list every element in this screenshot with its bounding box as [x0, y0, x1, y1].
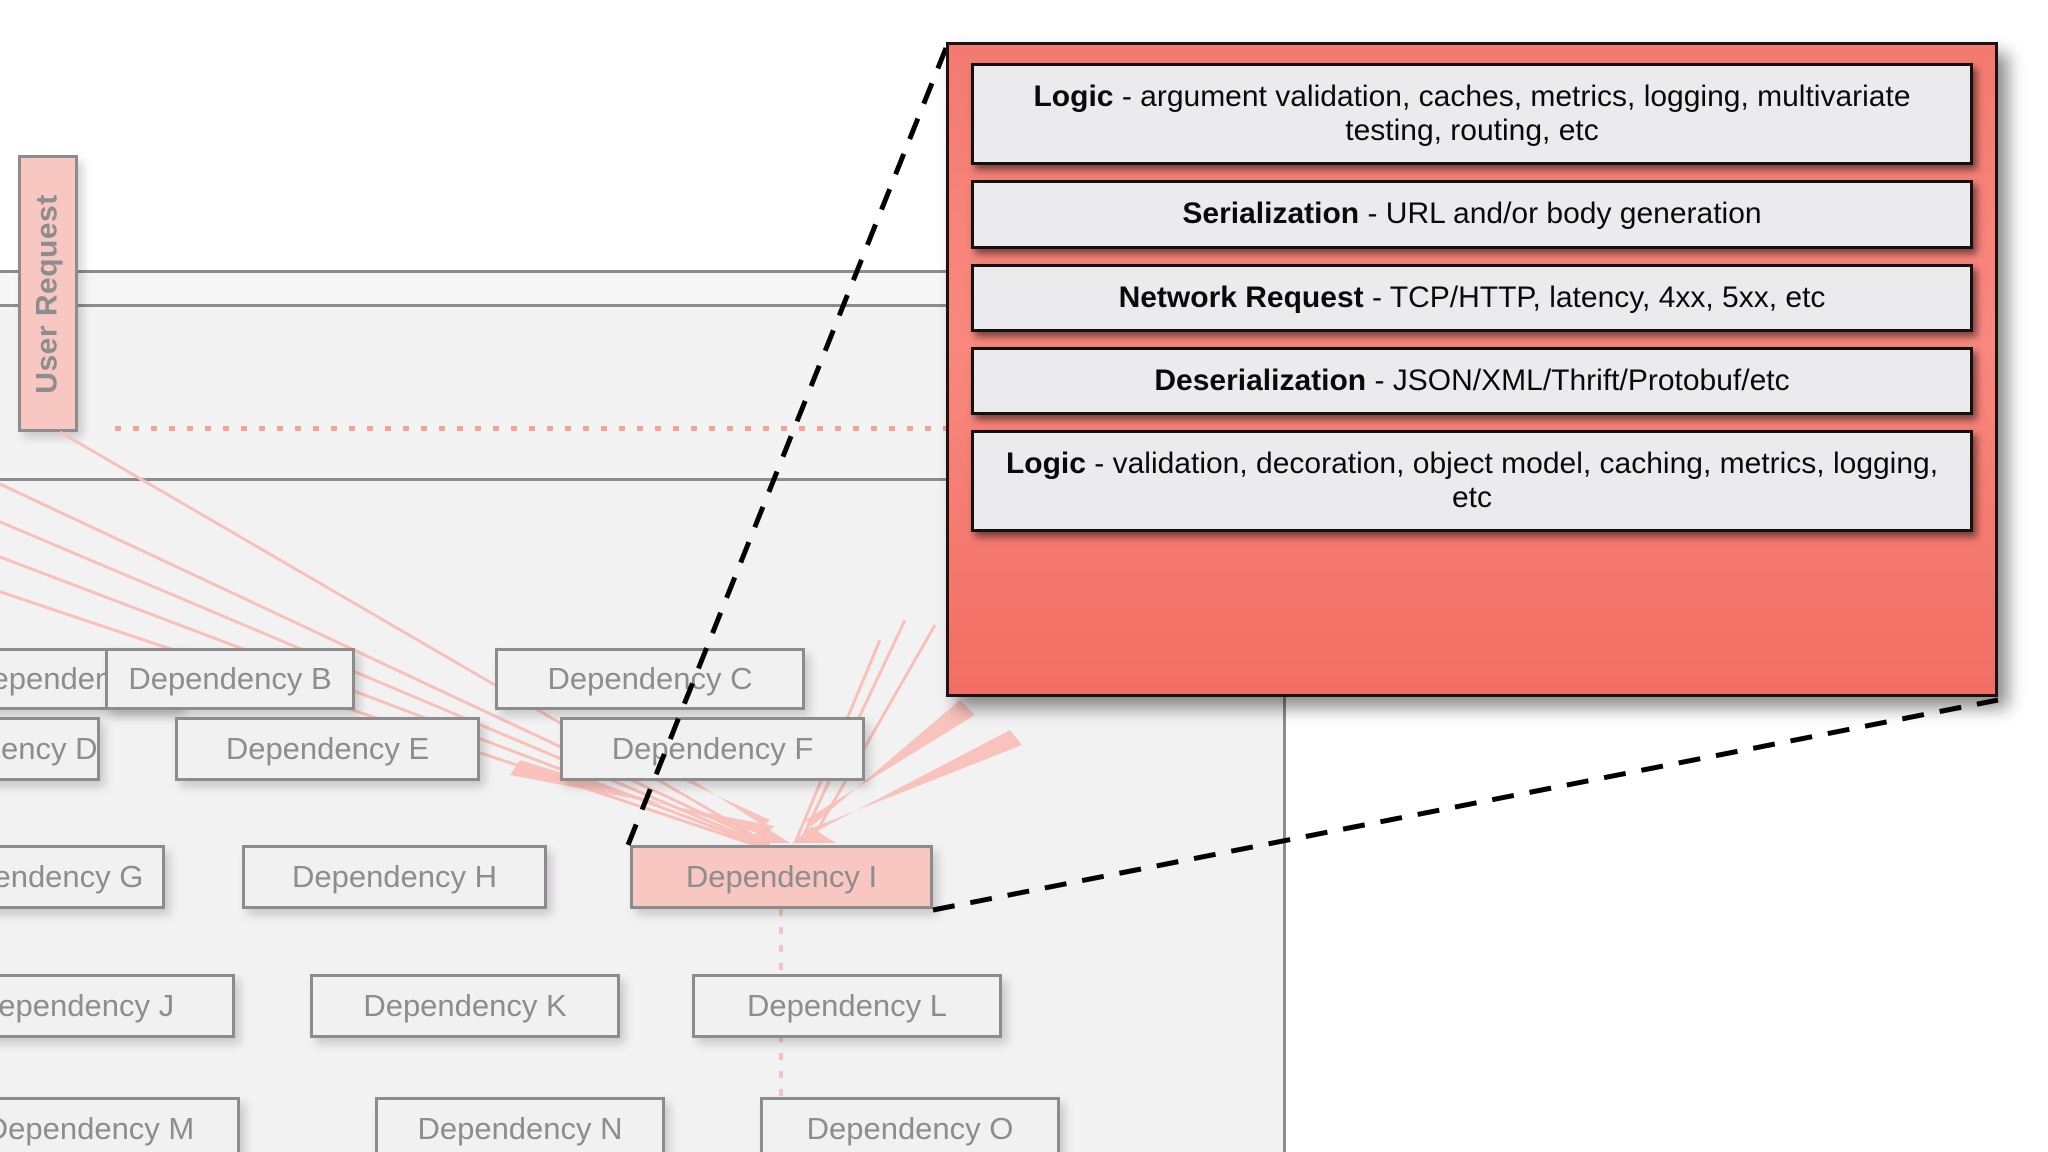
callout-row-detail: - TCP/HTTP, latency, 4xx, 5xx, etc — [1363, 280, 1826, 314]
dependency-box-l[interactable]: Dependency L — [692, 974, 1002, 1038]
dependency-box-m[interactable]: Dependency M — [0, 1097, 240, 1152]
dependency-label: Dependency M — [0, 1111, 195, 1146]
dependency-box-o[interactable]: Dependency O — [760, 1097, 1060, 1152]
dependency-box-g[interactable]: Dependency G — [0, 845, 165, 909]
callout-row-detail: - validation, decoration, object model, … — [1085, 446, 1939, 515]
callout-row-term: Network Request — [1118, 280, 1364, 314]
callout-row-detail: - argument validation, caches, metrics, … — [1113, 80, 1911, 148]
callout-row-term: Serialization — [1182, 197, 1360, 231]
dependency-label: Dependency O — [806, 1111, 1014, 1146]
dependency-label: Dependency B — [128, 661, 332, 696]
callout-row-term: Deserialization — [1154, 363, 1367, 397]
vertical-guide-line — [1283, 695, 1286, 1152]
dependency-box-i[interactable]: Dependency I — [630, 845, 933, 909]
dependency-box-f[interactable]: Dependency F — [560, 717, 865, 781]
callout-panel: Logic - argument validation, caches, met… — [946, 42, 1998, 697]
callout-row: Deserialization - JSON/XML/Thrift/Protob… — [971, 346, 1973, 415]
callout-row-detail: - JSON/XML/Thrift/Protobuf/etc — [1366, 363, 1790, 397]
dependency-label: Dependency H — [291, 859, 498, 894]
dependency-box-j[interactable]: Dependency J — [0, 974, 235, 1038]
dependency-box-d[interactable]: Dependency D — [0, 717, 100, 781]
callout-row: Network Request - TCP/HTTP, latency, 4xx… — [971, 263, 1973, 332]
callout-row: Logic - validation, decoration, object m… — [971, 429, 1973, 533]
dependency-label: Dependency I — [685, 859, 878, 894]
callout-row-term: Logic — [1033, 80, 1114, 113]
dependency-box-c[interactable]: Dependency C — [495, 648, 805, 710]
dependency-box-h[interactable]: Dependency H — [242, 845, 547, 909]
dependency-box-e[interactable]: Dependency E — [175, 717, 480, 781]
dependency-label: Dependency L — [747, 988, 947, 1023]
dependency-label: Dependency N — [417, 1111, 623, 1146]
callout-row-term: Logic — [1005, 446, 1086, 480]
user-request-box[interactable]: User Request — [18, 155, 78, 432]
dependency-label: Dependency J — [0, 988, 175, 1023]
dependency-label: Dependency C — [547, 661, 753, 696]
callout-row: Serialization - URL and/or body generati… — [971, 180, 1973, 249]
callout-row: Logic - argument validation, caches, met… — [971, 63, 1973, 166]
dependency-box-k[interactable]: Dependency K — [310, 974, 620, 1038]
dependency-label: Dependency F — [611, 731, 814, 766]
callout-row-list: Logic - argument validation, caches, met… — [971, 63, 1973, 533]
user-request-label: User Request — [31, 193, 64, 394]
dependency-box-b[interactable]: Dependency B — [105, 648, 355, 710]
dependency-label: Dependency G — [0, 859, 144, 894]
dependency-label: Dependency D — [0, 731, 98, 766]
dependency-label: Dependency E — [225, 731, 430, 766]
callout-row-detail: - URL and/or body generation — [1359, 197, 1762, 231]
dependency-box-n[interactable]: Dependency N — [375, 1097, 665, 1152]
dependency-label: Dependency K — [363, 988, 567, 1023]
